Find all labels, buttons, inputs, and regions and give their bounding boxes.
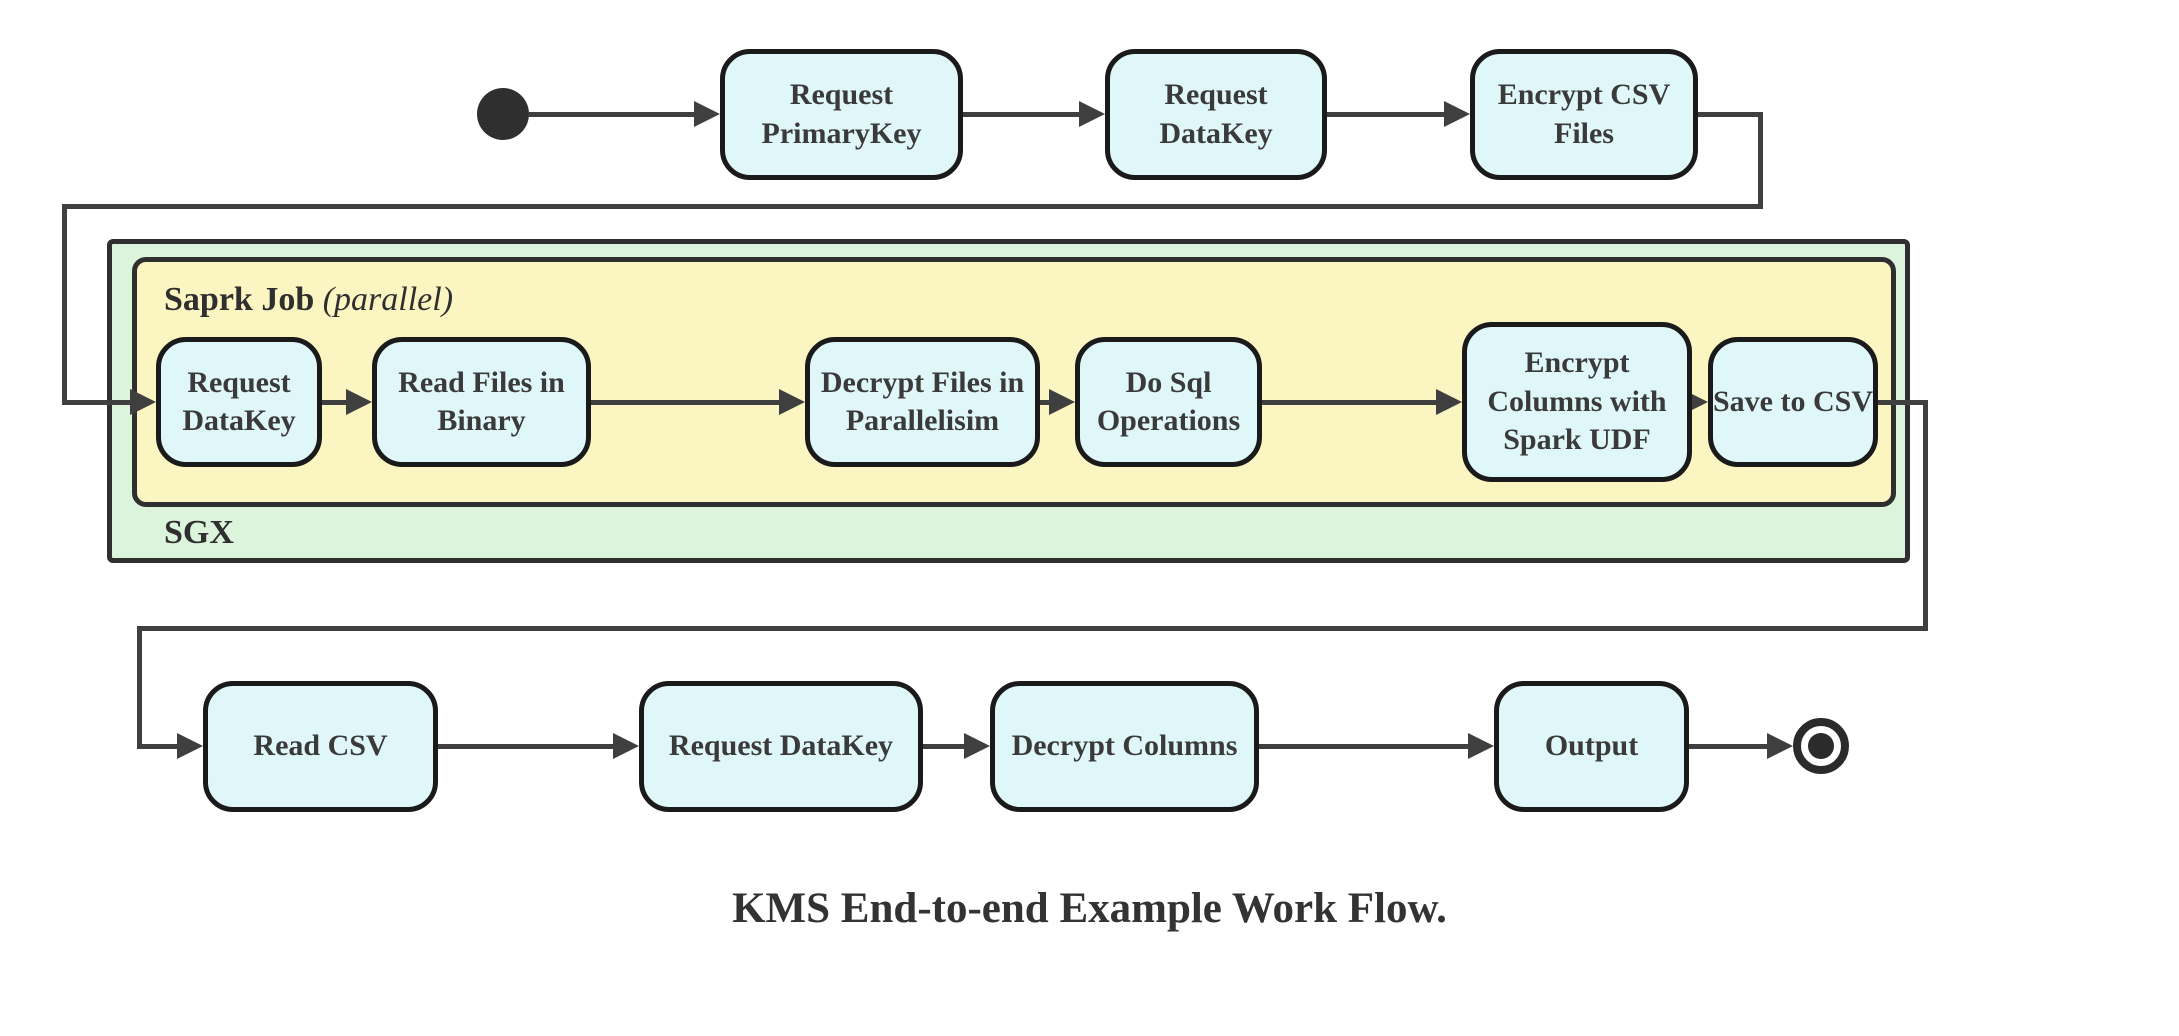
node-read-csv: Read CSV bbox=[203, 681, 438, 812]
edge-bot-1-2 bbox=[438, 744, 617, 749]
arrowhead bbox=[1444, 101, 1470, 127]
arrowhead bbox=[130, 389, 156, 415]
node-output: Output bbox=[1494, 681, 1689, 812]
edge-mid-2-3 bbox=[591, 400, 783, 405]
arrowhead bbox=[964, 733, 990, 759]
start-node-icon bbox=[477, 88, 529, 140]
node-request-primarykey: Request PrimaryKey bbox=[720, 49, 963, 180]
edge-top-exit-v bbox=[1758, 112, 1763, 209]
arrowhead bbox=[1079, 101, 1105, 127]
edge-request-datakey-to-encrypt-csv bbox=[1327, 112, 1446, 117]
arrowhead bbox=[346, 389, 372, 415]
node-encrypt-csv-files: Encrypt CSV Files bbox=[1470, 49, 1698, 180]
node-request-datakey-middle: Request DataKey bbox=[156, 337, 322, 467]
spark-job-label: Saprk Job (parallel) bbox=[164, 281, 453, 319]
arrowhead bbox=[177, 733, 203, 759]
node-request-datakey-bottom: Request DataKey bbox=[639, 681, 923, 812]
arrowhead bbox=[1767, 733, 1793, 759]
edge-mid-4-5 bbox=[1262, 400, 1440, 405]
edge-top-exit-h bbox=[1698, 112, 1763, 117]
arrowhead bbox=[779, 389, 805, 415]
edge-top-return-h bbox=[62, 204, 1763, 209]
end-node-dot bbox=[1808, 733, 1834, 759]
node-save-to-csv: Save to CSV bbox=[1708, 337, 1878, 467]
node-decrypt-files-in-parallelisim: Decrypt Files in Parallelisim bbox=[805, 337, 1040, 467]
arrowhead bbox=[1468, 733, 1494, 759]
sgx-label: SGX bbox=[164, 514, 234, 551]
node-decrypt-columns: Decrypt Columns bbox=[990, 681, 1259, 812]
edge-bottom-descend-v bbox=[137, 626, 142, 748]
edge-bot-3-4 bbox=[1259, 744, 1472, 749]
edge-bot-2-3 bbox=[923, 744, 968, 749]
node-encrypt-columns-with-spark-udf: Encrypt Columns with Spark UDF bbox=[1462, 322, 1692, 482]
edge-sgx-exit-h bbox=[1878, 400, 1928, 405]
edge-request-primarykey-to-request-datakey bbox=[963, 112, 1081, 117]
edge-start-to-request-primarykey bbox=[529, 112, 700, 117]
edge-bottom-return-h bbox=[137, 626, 1928, 631]
arrowhead bbox=[694, 101, 720, 127]
edge-output-to-end bbox=[1689, 744, 1771, 749]
diagram-caption: KMS End-to-end Example Work Flow. bbox=[732, 885, 1447, 932]
arrowhead bbox=[613, 733, 639, 759]
node-read-files-in-binary: Read Files in Binary bbox=[372, 337, 591, 467]
edge-left-descend-v bbox=[62, 204, 67, 405]
edge-enter-sgx-h bbox=[62, 400, 132, 405]
arrowhead bbox=[1049, 389, 1075, 415]
edge-mid-1-2 bbox=[322, 400, 350, 405]
spark-job-label-bold: Saprk Job bbox=[164, 281, 315, 318]
spark-job-label-italic: (parallel) bbox=[322, 281, 454, 318]
arrowhead bbox=[1436, 389, 1462, 415]
edge-enter-bottom-h bbox=[137, 744, 182, 749]
node-request-datakey-top: Request DataKey bbox=[1105, 49, 1327, 180]
edge-sgx-exit-v bbox=[1923, 400, 1928, 630]
node-do-sql-operations: Do Sql Operations bbox=[1075, 337, 1262, 467]
end-node-icon bbox=[1793, 718, 1849, 774]
